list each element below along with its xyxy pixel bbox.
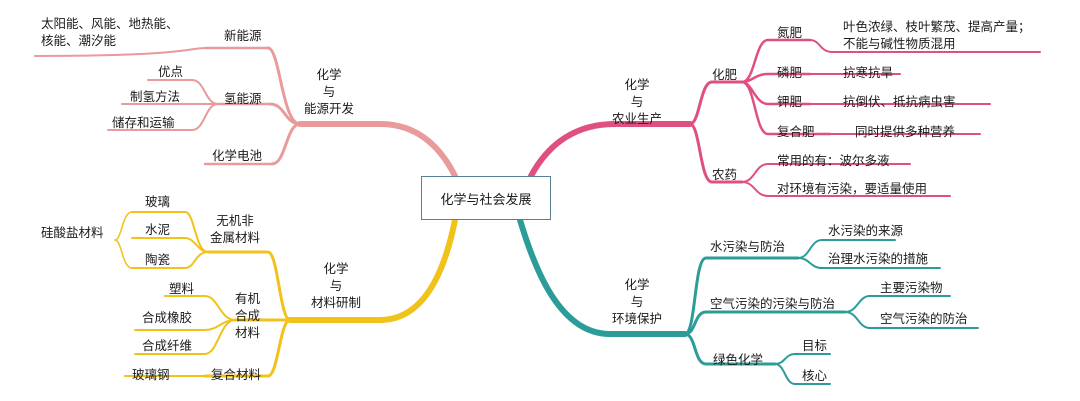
environment-title-line-3: 环境保护 — [612, 311, 663, 326]
nitrogen-desc-line-2: 不能与碱性物质混用 — [843, 36, 956, 51]
materials-title-line-2: 与 — [329, 278, 343, 293]
materials-title-line-3: 材料研制 — [311, 295, 362, 310]
fertilizer-compound-desc: 同时提供多种营养 — [855, 124, 956, 139]
composite-example: 玻璃钢 — [132, 367, 170, 382]
inorganic-line-2: 金属材料 — [210, 230, 261, 245]
new-energy-examples-line-2: 核能、潮汐能 — [41, 33, 117, 48]
inorganic-node: 无机非 金属材料 — [210, 212, 260, 246]
materials-title-line-1: 化学 — [323, 261, 349, 276]
agriculture-title-line-3: 农业生产 — [612, 111, 663, 126]
composite-node: 复合材料 — [211, 367, 262, 382]
organic-node: 有机 合成 材料 — [235, 290, 260, 341]
fertilizer-compound: 复合肥 — [777, 124, 815, 139]
materials-branch-lines — [114, 211, 458, 378]
organic-line-3: 材料 — [235, 325, 261, 340]
hydrogen-item-production: 制氢方法 — [130, 89, 181, 104]
energy-branch-title: 化学 与 能源开发 — [304, 66, 354, 117]
fertilizer-node: 化肥 — [712, 67, 738, 82]
hydrogen-item-storage: 储存和运输 — [112, 115, 175, 130]
inorganic-item-cement: 水泥 — [145, 222, 171, 237]
air-item-pollutants: 主要污染物 — [880, 280, 943, 295]
inorganic-line-1: 无机非 — [216, 213, 254, 228]
environment-branch-lines — [517, 217, 979, 385]
fertilizer-potassium-desc: 抗倒伏、抵抗病虫害 — [843, 94, 956, 109]
green-chemistry-node: 绿色化学 — [713, 352, 764, 367]
pesticide-item-pollution: 对环境有污染，要适量使用 — [777, 181, 928, 196]
pesticide-item-bordeaux: 常用的有：波尔多液 — [777, 153, 890, 168]
organic-line-2: 合成 — [235, 308, 261, 323]
silicate-label: 硅酸盐材料 — [41, 225, 104, 240]
nitrogen-desc-line-1: 叶色浓绿、枝叶繁茂、提高产量； — [843, 19, 1031, 34]
agriculture-branch-lines — [528, 38, 1041, 197]
agriculture-title-line-1: 化学 — [624, 77, 650, 92]
green-item-core: 核心 — [802, 368, 828, 383]
organic-item-plastic: 塑料 — [169, 281, 195, 296]
inorganic-item-ceramic: 陶瓷 — [145, 252, 171, 267]
energy-title-line-1: 化学 — [316, 67, 342, 82]
water-item-source: 水污染的来源 — [828, 223, 904, 238]
green-item-goal: 目标 — [802, 338, 828, 353]
organic-line-1: 有机 — [235, 291, 261, 306]
center-topic: 化学与社会发展 — [421, 176, 551, 220]
energy-branch-lines — [34, 46, 458, 179]
battery-node: 化学电池 — [212, 148, 263, 163]
air-pollution-node: 空气污染的污染与防治 — [710, 296, 836, 311]
new-energy-examples: 太阳能、风能、地热能、 核能、潮汐能 — [41, 15, 179, 49]
agriculture-branch-title: 化学 与 农业生产 — [612, 76, 662, 127]
water-pollution-node: 水污染与防治 — [710, 239, 786, 254]
air-item-prevention: 空气污染的防治 — [880, 311, 968, 326]
inorganic-item-glass: 玻璃 — [145, 194, 171, 209]
fertilizer-nitrogen: 氮肥 — [777, 25, 803, 40]
new-energy-node: 新能源 — [224, 28, 262, 43]
organic-item-rubber: 合成橡胶 — [142, 310, 193, 325]
agriculture-title-line-2: 与 — [630, 94, 644, 109]
hydrogen-node: 氢能源 — [224, 91, 262, 106]
water-item-measures: 治理水污染的措施 — [828, 251, 929, 266]
new-energy-examples-line-1: 太阳能、风能、地热能、 — [41, 16, 179, 31]
energy-title-line-2: 与 — [322, 84, 336, 99]
environment-branch-title: 化学 与 环境保护 — [612, 276, 662, 327]
environment-title-line-1: 化学 — [624, 277, 650, 292]
center-topic-label: 化学与社会发展 — [440, 192, 532, 208]
organic-item-fiber: 合成纤维 — [142, 338, 193, 353]
fertilizer-potassium: 钾肥 — [777, 94, 803, 109]
fertilizer-nitrogen-desc: 叶色浓绿、枝叶繁茂、提高产量； 不能与碱性物质混用 — [843, 18, 1031, 52]
hydrogen-item-advantage: 优点 — [158, 64, 184, 79]
pesticide-node: 农药 — [712, 167, 738, 182]
fertilizer-phosphorus: 磷肥 — [777, 65, 803, 80]
fertilizer-phosphorus-desc: 抗寒抗旱 — [843, 65, 894, 80]
environment-title-line-2: 与 — [630, 294, 644, 309]
energy-title-line-3: 能源开发 — [304, 101, 355, 116]
materials-branch-title: 化学 与 材料研制 — [311, 260, 361, 311]
